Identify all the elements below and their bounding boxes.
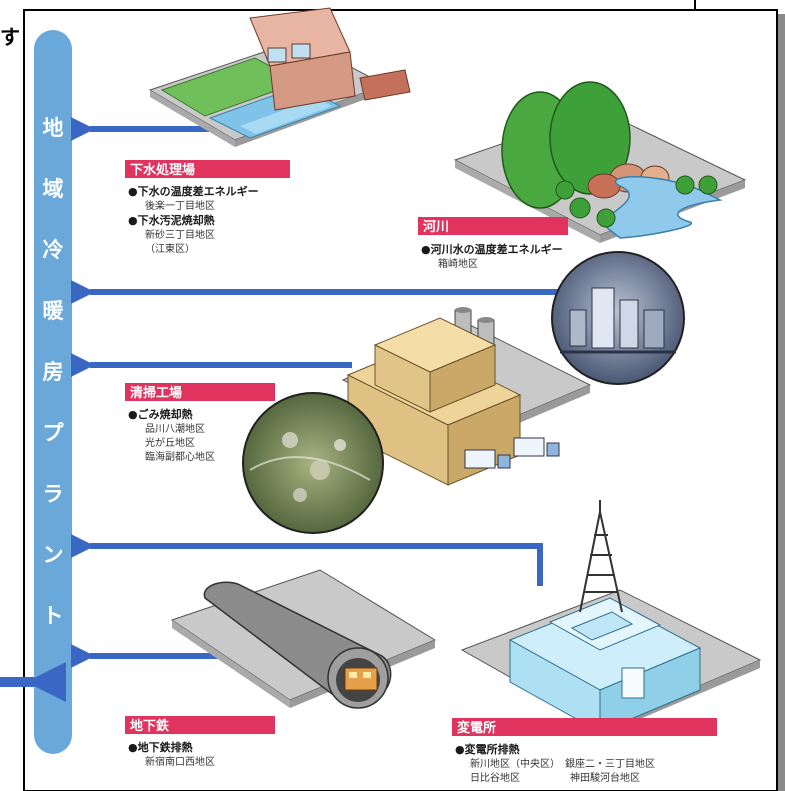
vertical-title-char-6: プ <box>43 421 65 445</box>
note-subway-1-sub-1: 新宿南口西地区 <box>145 755 215 768</box>
sewage-plant-illustration <box>148 7 411 147</box>
note-sewage-1-sub-1: 後楽一丁目地区 <box>145 199 215 212</box>
subway-illustration <box>170 569 437 709</box>
vertical-title-char-8: ン <box>43 543 64 567</box>
label-river: 河川 <box>423 219 449 235</box>
label-subway: 地下鉄 <box>130 718 169 734</box>
note-incinerator-1-sub-2: 光が丘地区 <box>145 436 195 449</box>
vertical-bar <box>34 30 72 754</box>
vertical-title-char-10: へ <box>43 665 64 689</box>
label-sewage: 下水処理場 <box>130 162 195 178</box>
note-subway-1: ●地下鉄排熱 <box>128 740 193 754</box>
vertical-title-char-4: 暖 <box>43 299 65 323</box>
vertical-title-char-1: 地 <box>43 116 64 140</box>
aerial-photo <box>242 392 384 534</box>
note-incinerator-1-sub-3: 臨海副都心地区 <box>145 450 215 463</box>
frame-shadow <box>776 14 785 791</box>
city-photo <box>551 251 685 385</box>
label-incinerator-bg <box>125 383 275 401</box>
vertical-title-char-7: ラ <box>43 482 64 506</box>
note-sewage-2-sub-2: （江東区） <box>145 242 195 255</box>
vertical-title-char-3: 冷 <box>43 238 64 262</box>
label-substation-bg <box>452 718 717 736</box>
label-substation: 変電所 <box>457 720 496 736</box>
note-substation-1-sub-2: 日比谷地区 神田駿河台地区 <box>470 771 640 784</box>
vertical-title-char-5: 房 <box>43 360 64 384</box>
label-sewage-bg <box>125 160 290 178</box>
label-incinerator: 清掃工場 <box>130 385 182 401</box>
incinerator-illustration <box>341 307 592 486</box>
note-incinerator-1-sub-1: 品川八潮地区 <box>145 422 205 435</box>
substation-illustration <box>460 500 762 736</box>
label-river-bg <box>418 217 568 235</box>
arrow-substation <box>70 534 543 586</box>
vertical-title-char-9: ト <box>43 604 64 628</box>
note-sewage-1: ●下水の温度差エネルギー <box>128 184 259 198</box>
vertical-title-char-2: 域 <box>43 177 64 201</box>
label-subway-bg <box>125 716 275 734</box>
note-river-1: ●河川水の温度差エネルギー <box>421 242 563 256</box>
note-river-1-sub-1: 箱崎地区 <box>438 257 478 270</box>
note-incinerator-1: ●ごみ焼却熱 <box>128 407 193 421</box>
note-substation-1: ●変電所排熱 <box>455 742 520 756</box>
note-sewage-2: ●下水汚泥焼却熱 <box>128 213 215 227</box>
note-sewage-2-sub-1: 新砂三丁目地区 <box>145 228 215 241</box>
edge-char: す <box>0 25 20 49</box>
note-substation-1-sub-1: 新川地区（中央区） 銀座二・三丁目地区 <box>470 757 655 770</box>
